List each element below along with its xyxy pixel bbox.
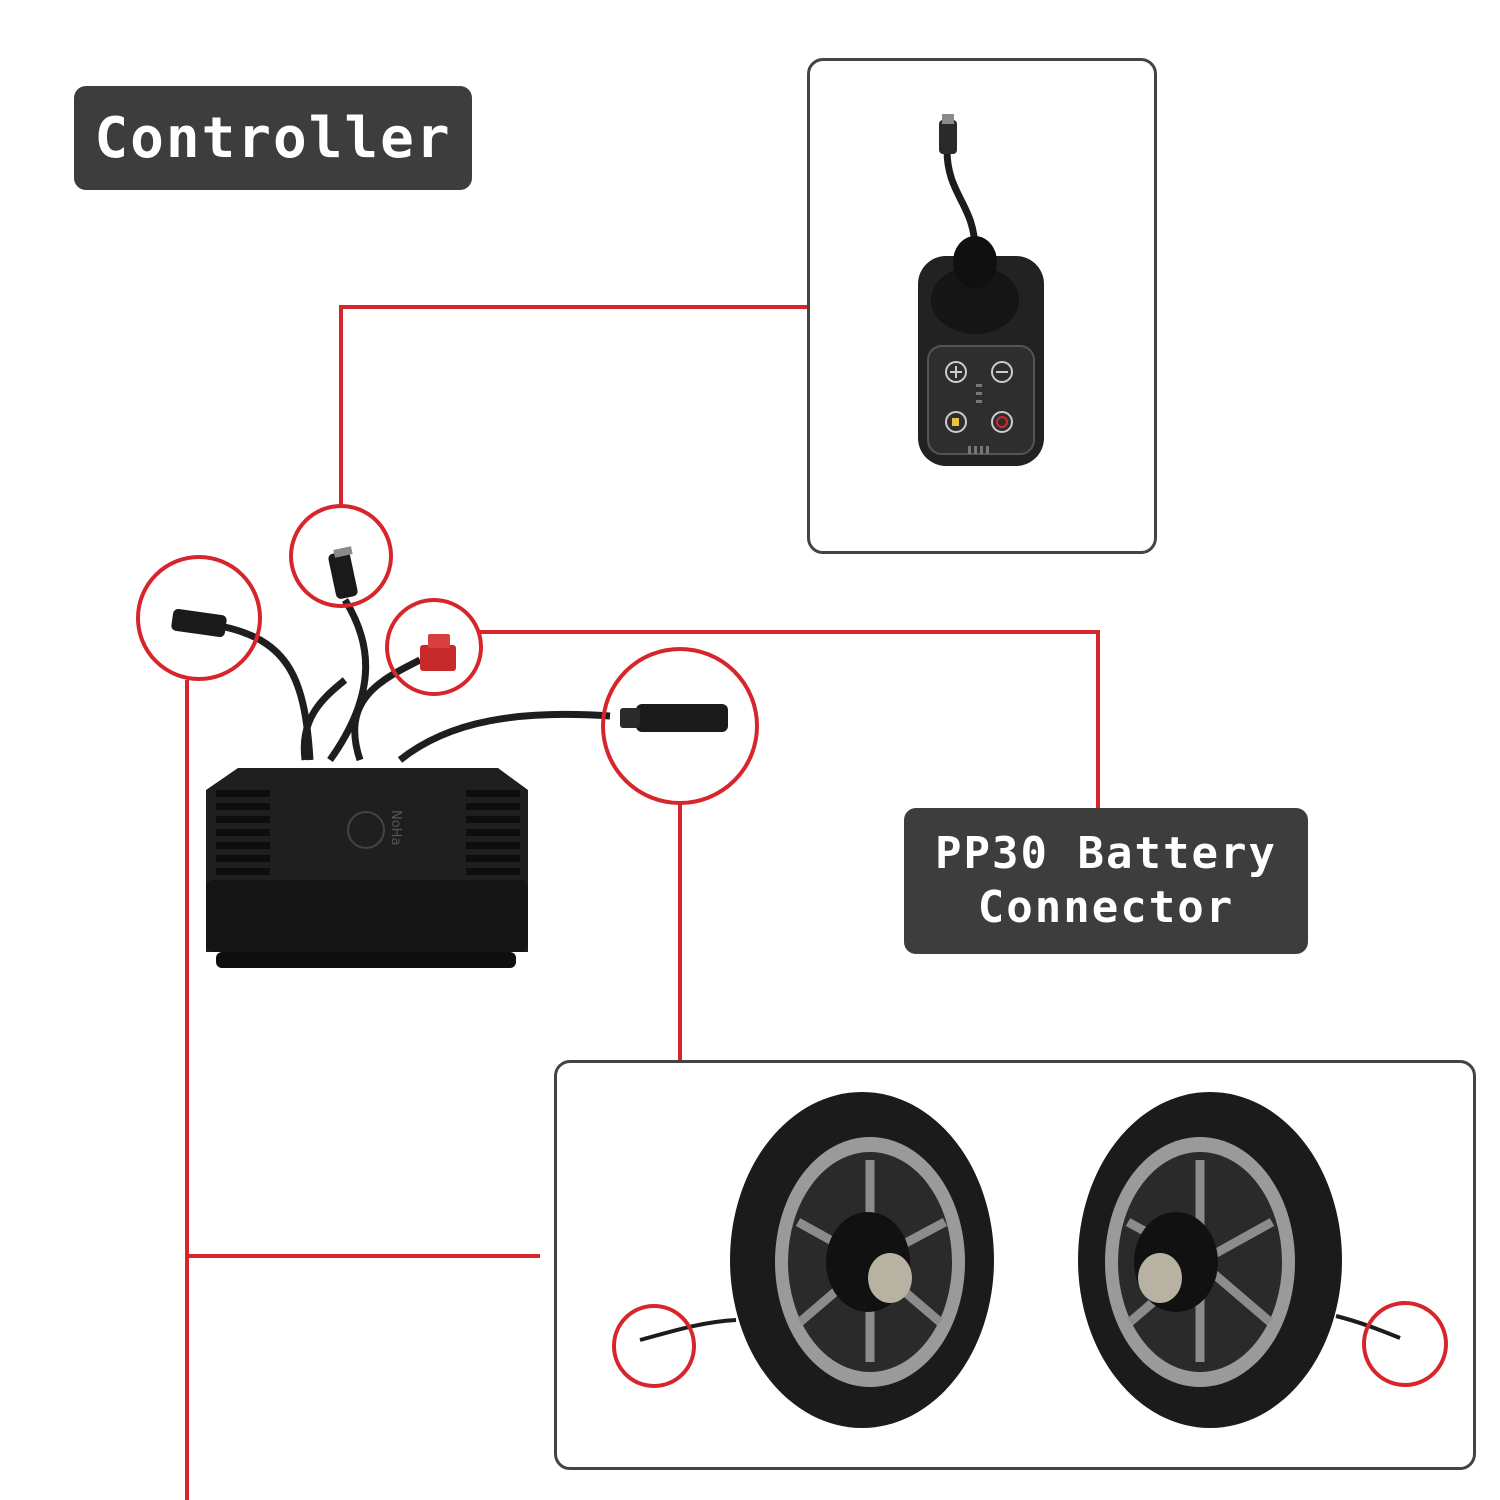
left-wheel-cable-highlight: [612, 1304, 696, 1388]
battery-label-line2: Connector: [977, 882, 1235, 933]
highlight-circles: [136, 504, 1448, 1388]
joystick-connection-line: [339, 305, 807, 505]
horn-icon: [945, 411, 967, 433]
minus-icon: [991, 361, 1013, 383]
controller-label: Controller: [74, 86, 472, 190]
battery-port-highlight: [385, 598, 483, 696]
right-motor-wheel: [1078, 1092, 1401, 1428]
connection-lines: [185, 305, 1100, 1500]
battery-connection-line: [480, 630, 1100, 808]
power-icon: [991, 411, 1013, 433]
left-motor-port-highlight: [136, 555, 262, 681]
left-motor-connection-route: [185, 680, 540, 1258]
right-wheel-cable-highlight: [1362, 1301, 1448, 1387]
controller-label-text: Controller: [94, 105, 452, 171]
right-motor-port-highlight: [601, 647, 759, 805]
battery-label-line1: PP30 Battery: [935, 828, 1277, 879]
brand-logo: [347, 811, 385, 849]
plus-icon: [945, 361, 967, 383]
joystick-icon: [918, 114, 1044, 466]
joystick-port-highlight: [289, 504, 393, 608]
brand-text: NoHa: [388, 810, 403, 845]
controller-box: NoHa: [171, 546, 728, 968]
battery-connector-label: PP30 Battery Connector: [904, 808, 1308, 954]
left-motor-wheel: [639, 1092, 994, 1428]
